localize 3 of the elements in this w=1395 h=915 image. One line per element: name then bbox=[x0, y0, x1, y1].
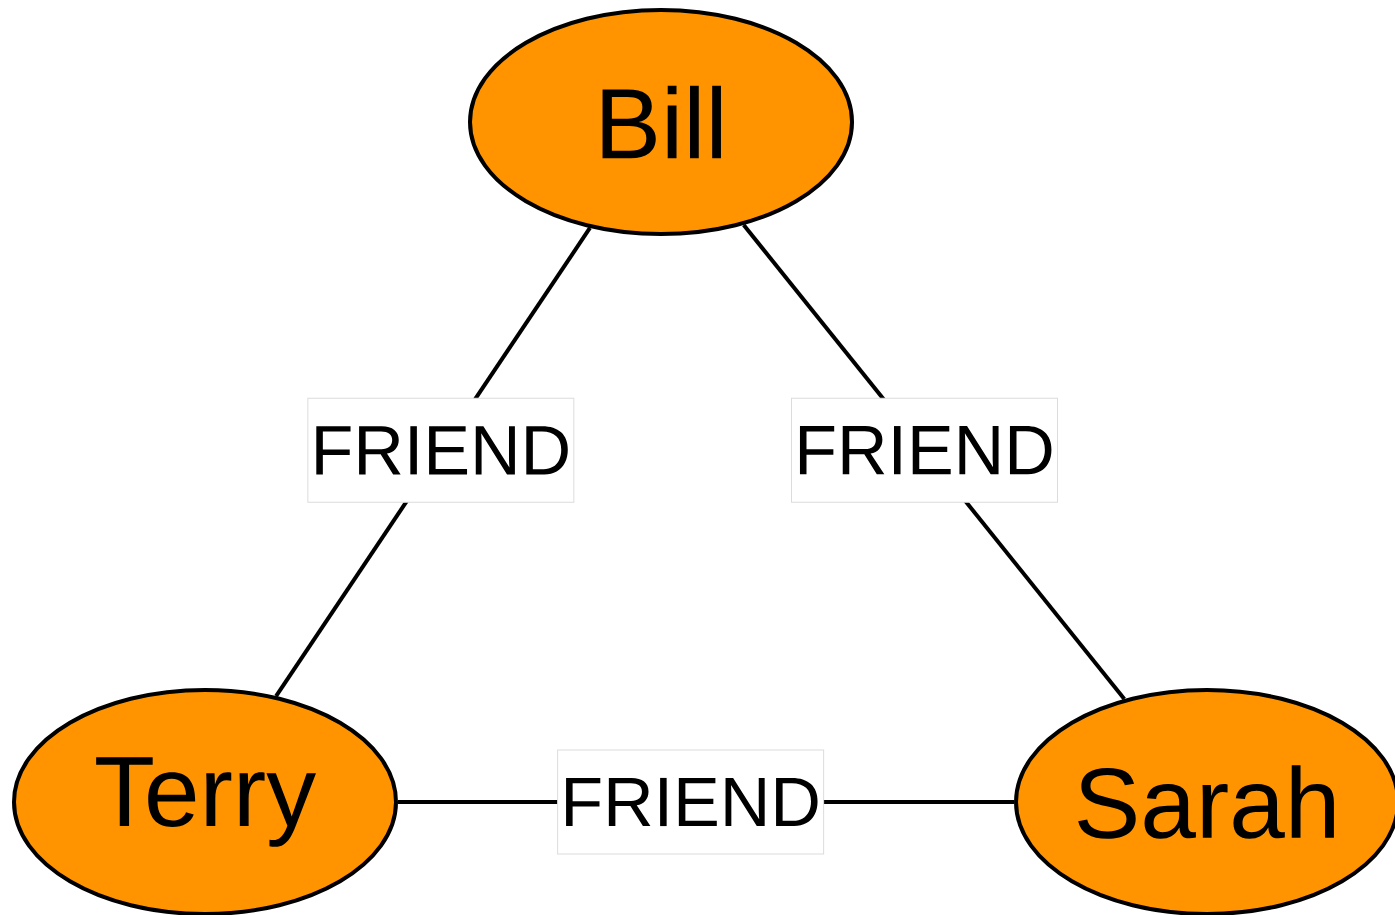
edge-label: FRIEND bbox=[307, 397, 575, 503]
edge-label: FRIEND bbox=[791, 397, 1058, 503]
edge-label: FRIEND bbox=[557, 749, 825, 855]
